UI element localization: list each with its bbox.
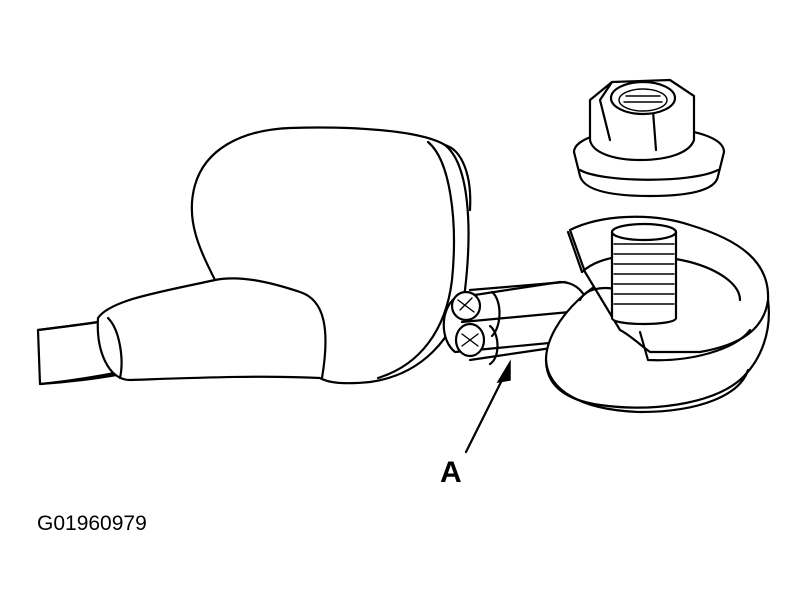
callout-label-a: A xyxy=(440,456,462,489)
figure-id: G01960979 xyxy=(37,512,147,535)
terminal-boot-cover xyxy=(96,126,472,385)
flange-nut xyxy=(572,78,726,198)
threaded-stud xyxy=(610,222,678,326)
callout-leader-arrow xyxy=(464,359,511,454)
